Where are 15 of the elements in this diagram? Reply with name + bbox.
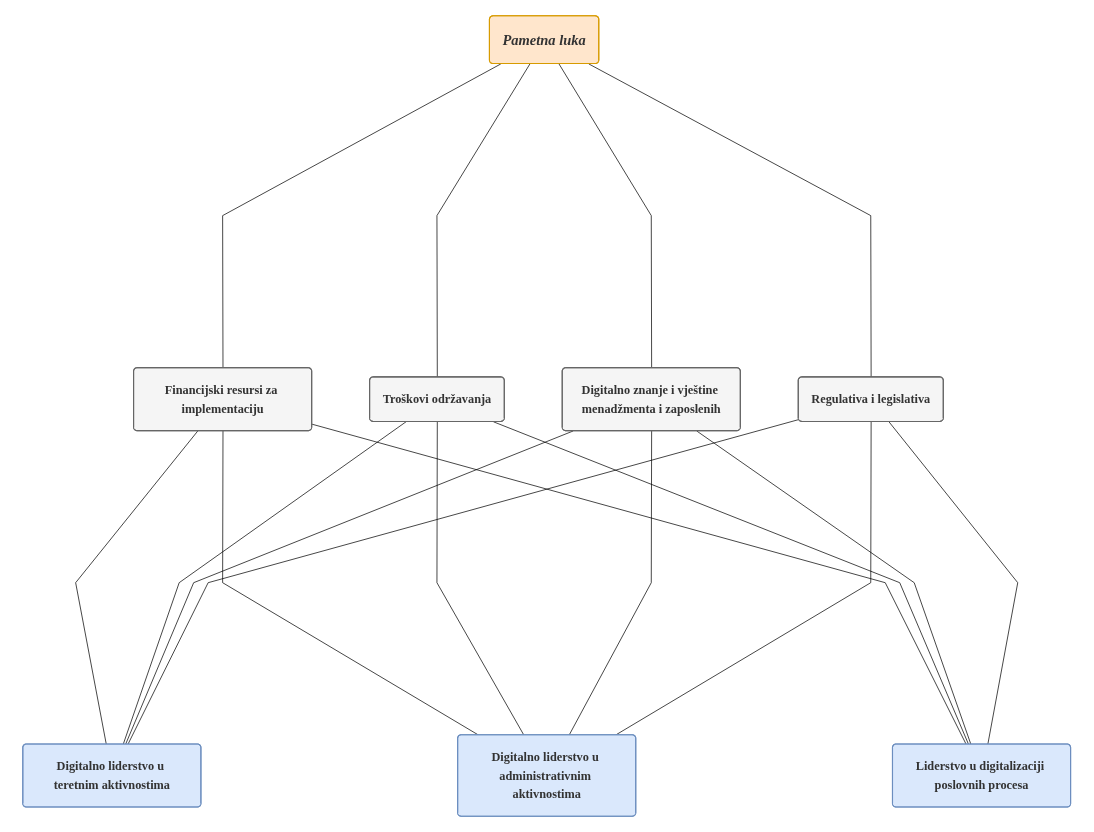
connector <box>558 63 653 369</box>
connector <box>615 421 872 736</box>
connector <box>888 421 1019 745</box>
connector <box>311 423 967 745</box>
connector <box>696 430 972 745</box>
connector <box>222 63 502 369</box>
connector <box>436 63 531 378</box>
connector <box>493 421 970 745</box>
connector <box>123 421 407 745</box>
connector <box>436 421 525 736</box>
connector <box>588 63 872 378</box>
connector <box>569 430 653 736</box>
connector <box>75 430 199 745</box>
connector <box>127 419 800 745</box>
connector <box>125 430 574 745</box>
